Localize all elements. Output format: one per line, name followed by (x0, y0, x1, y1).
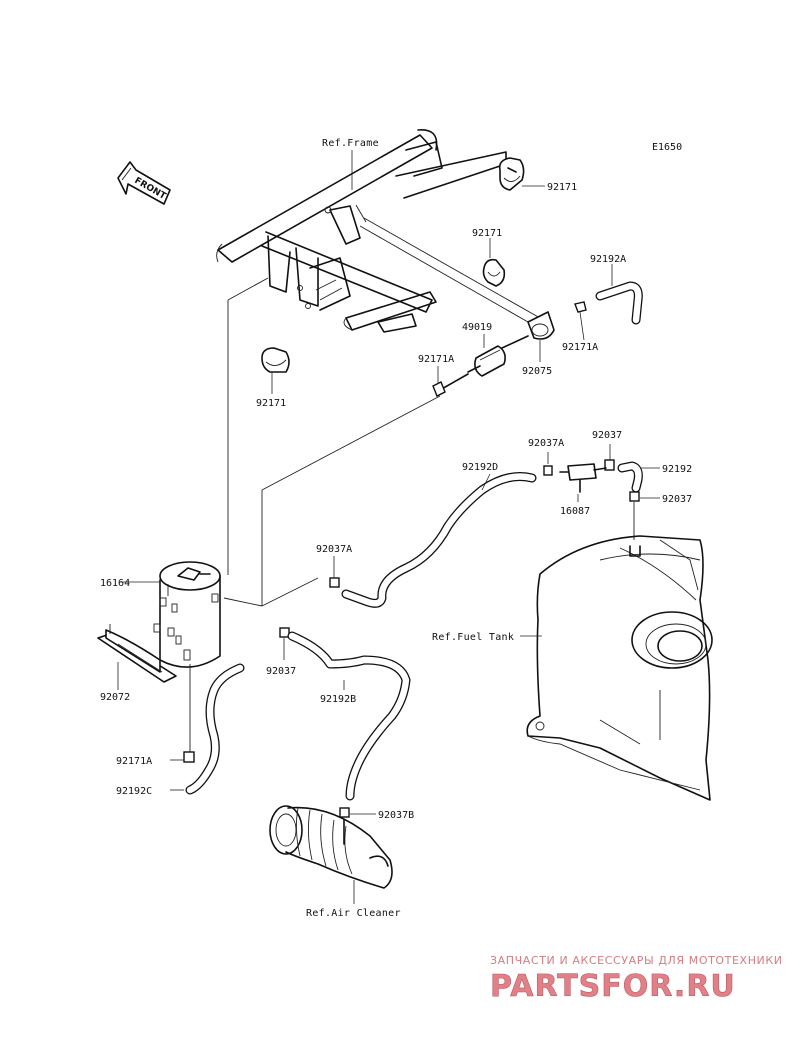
canister-16164 (153, 561, 221, 668)
callout-92171A-right: 92171A (562, 342, 598, 353)
callout-92037-canister: 92037 (266, 666, 296, 677)
callout-92037A-top: 92037A (528, 438, 564, 449)
clamp-92037B (339, 807, 350, 818)
diagram-code: E1650 (652, 142, 682, 153)
fuel-tank (526, 535, 713, 801)
callout-92192B: 92192B (320, 694, 356, 705)
callout-92192C: 92192C (116, 786, 152, 797)
clip-92171-left (261, 347, 290, 373)
callout-92171A-low: 92171A (116, 756, 152, 767)
watermark-brand: PARTSFOR.RU (490, 969, 736, 1004)
clamp-92171A-filter (432, 381, 446, 397)
ref-frame-label: Ref.Frame (322, 138, 379, 149)
callout-92072: 92072 (100, 692, 130, 703)
callout-92171A-filter: 92171A (418, 354, 454, 365)
clamp-92037-canister (279, 627, 290, 638)
clamp-92171A-low (183, 751, 195, 763)
callout-92171-top: 92171 (547, 182, 577, 193)
callout-16164: 16164 (100, 578, 130, 589)
frame (216, 129, 541, 333)
clip-92171-top (498, 157, 525, 191)
callout-92171-mid: 92171 (472, 228, 502, 239)
clamp-92037-top (604, 459, 615, 471)
air-cleaner-boot (269, 805, 393, 889)
strap-92072 (97, 624, 177, 683)
leader-92171A-right (579, 311, 585, 341)
fuel-filter-49019 (439, 335, 529, 391)
ref-air-cleaner-label: Ref.Air Cleaner (306, 908, 401, 919)
callout-92037-top: 92037 (592, 430, 622, 441)
callout-92037B: 92037B (378, 810, 414, 821)
callout-16087: 16087 (560, 506, 590, 517)
callout-49019: 49019 (462, 322, 492, 333)
callout-92075: 92075 (522, 366, 552, 377)
holder-92075 (527, 311, 555, 340)
clip-92171-mid (482, 258, 506, 287)
callout-92037-right: 92037 (662, 494, 692, 505)
watermark-tagline: ЗАПЧАСТИ И АКСЕССУАРЫ ДЛЯ МОТОТЕХНИКИ (490, 954, 783, 967)
callout-92192: 92192 (662, 464, 692, 475)
ref-fuel-tank-label: Ref.Fuel Tank (432, 632, 514, 643)
callout-92037A-mid: 92037A (316, 544, 352, 555)
callout-92192A: 92192A (590, 254, 626, 265)
clamp-92171A-right (574, 301, 587, 313)
callout-92192D: 92192D (462, 462, 498, 473)
clamp-92037A-mid (329, 577, 340, 588)
front-arrow-icon: FRONT (117, 161, 171, 205)
valve-16087 (559, 463, 607, 493)
clamp-92037-right (629, 491, 640, 502)
clamp-92037A-top (543, 465, 553, 476)
callout-92171-left: 92171 (256, 398, 286, 409)
